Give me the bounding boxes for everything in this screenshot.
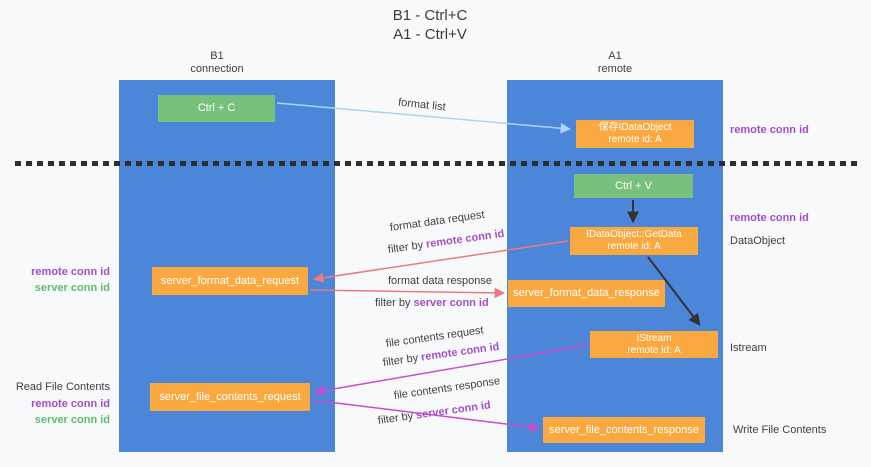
label-dataobject: DataObject bbox=[730, 235, 786, 247]
filter-server-conn-id: server conn id bbox=[413, 297, 489, 309]
node-file-request-label: server_file_contents_request bbox=[159, 390, 301, 403]
filter-server-conn-id: server conn id bbox=[415, 399, 492, 422]
caption-filter-server-1: filter by server conn id bbox=[375, 297, 489, 309]
label-server-conn-id-left-1: server conn id bbox=[34, 282, 110, 294]
node-save-idataobject: 保存IDataObject remote id: A bbox=[576, 120, 694, 148]
label-remote-conn-id-left-1: remote conn id bbox=[31, 266, 110, 278]
node-istream-line2: remote id: A bbox=[627, 344, 681, 356]
column-b1-name: B1 bbox=[210, 50, 224, 62]
diagram-title: B1 - Ctrl+C A1 - Ctrl+V bbox=[330, 6, 530, 44]
column-header-b1: B1 connection bbox=[157, 50, 277, 76]
node-server-file-contents-request: server_file_contents_request bbox=[150, 383, 310, 411]
label-istream: Istream bbox=[730, 342, 767, 354]
node-getdata-line2: remote id: A bbox=[607, 241, 661, 252]
filter-by-text: filter by bbox=[377, 409, 417, 427]
label-server-conn-id-left-2: server conn id bbox=[34, 414, 110, 426]
label-read-file-contents: Read File Contents bbox=[15, 381, 110, 393]
label-write-file-contents: Write File Contents bbox=[733, 424, 827, 436]
dashed-separator-line bbox=[15, 161, 857, 166]
node-ctrl-v: Ctrl + V bbox=[574, 174, 693, 198]
title-line-2: A1 - Ctrl+V bbox=[393, 26, 467, 43]
node-save-idataobject-line2: remote id: A bbox=[608, 134, 662, 145]
filter-remote-conn-id: remote conn id bbox=[425, 227, 506, 251]
node-server-file-contents-response: server_file_contents_response bbox=[543, 417, 705, 443]
column-a1-role: remote bbox=[597, 63, 633, 75]
node-format-response-label: server_format_data_response bbox=[513, 287, 660, 299]
filter-by-text: filter by bbox=[375, 297, 414, 309]
label-remote-conn-id-2: remote conn id bbox=[730, 212, 809, 224]
node-format-request-label: server_format_data_request bbox=[160, 274, 300, 287]
node-save-idataobject-line1: 保存IDataObject bbox=[598, 122, 672, 133]
column-a1-name: A1 bbox=[608, 50, 622, 62]
node-getdata-line1: IDataObject::GetData bbox=[586, 229, 682, 240]
filter-remote-conn-id: remote conn id bbox=[420, 340, 501, 364]
label-remote-conn-id-left-2: remote conn id bbox=[31, 398, 110, 410]
node-istream: IStream remote id: A bbox=[590, 331, 718, 358]
arrow-format-data-response bbox=[309, 287, 506, 299]
filter-by-text: filter by bbox=[382, 351, 422, 369]
caption-file-contents-response: file contents response bbox=[393, 375, 501, 402]
caption-format-data-response: format data response bbox=[388, 275, 492, 287]
caption-filter-server-2: filter by server conn id bbox=[377, 399, 491, 427]
node-ctrl-c: Ctrl + C bbox=[158, 95, 275, 122]
node-ctrl-c-label: Ctrl + C bbox=[197, 102, 236, 114]
node-file-response-label: server_file_contents_response bbox=[549, 423, 699, 436]
label-remote-conn-id-1: remote conn id bbox=[730, 124, 809, 136]
caption-format-list: format list bbox=[397, 96, 447, 114]
node-idataobject-getdata: IDataObject::GetData remote id: A bbox=[570, 227, 698, 255]
caption-format-data-request: format data request bbox=[389, 208, 486, 234]
node-istream-line1: IStream bbox=[636, 332, 672, 344]
column-b1-role: connection bbox=[190, 63, 244, 75]
node-server-format-data-response: server_format_data_response bbox=[508, 280, 665, 307]
filter-by-text: filter by bbox=[387, 238, 427, 256]
node-server-format-data-request: server_format_data_request bbox=[152, 267, 308, 295]
node-ctrl-v-label: Ctrl + V bbox=[615, 179, 652, 192]
title-line-1: B1 - Ctrl+C bbox=[392, 7, 468, 24]
column-header-a1: A1 remote bbox=[555, 50, 675, 76]
